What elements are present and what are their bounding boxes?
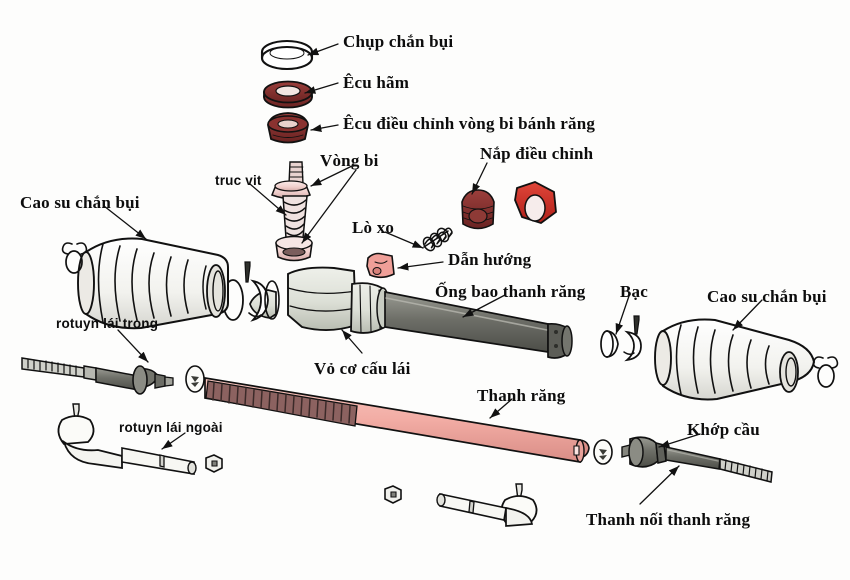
part-spring (422, 227, 453, 252)
label-chup-chan-bui: Chụp chắn bụi (343, 32, 454, 51)
label-rotuyn-lai-ngoai: rotuyn lái ngoài (119, 420, 223, 435)
part-lower-bearing (275, 235, 313, 262)
part-rack-tube (384, 290, 573, 359)
label-ecu-ham: Êcu hãm (343, 73, 410, 92)
part-adjust-cover (461, 189, 495, 230)
label-truc-vit: truc vit (215, 173, 262, 188)
part-ball-joint (621, 436, 667, 468)
label-ong-bao-thanh-rang: Ống bao thanh răng (435, 282, 586, 301)
label-nap-dieu-chinh: Nắp điều chỉnh (480, 144, 594, 163)
label-thanh-rang: Thanh răng (477, 386, 566, 405)
part-rack-guide (366, 252, 395, 279)
label-dan-huong: Dẫn hướng (448, 250, 532, 269)
part-gear-housing (249, 266, 390, 334)
part-inner-tie-rod (21, 357, 205, 395)
part-bearing-adjust-nut (267, 112, 309, 144)
part-upper-bearing (274, 180, 308, 192)
label-thanh-noi-thanh-rang: Thanh nối thanh răng (586, 510, 751, 529)
part-rack-bar (204, 376, 613, 465)
leader-lines (103, 43, 763, 505)
part-dust-cap (260, 39, 314, 71)
part-bushing (600, 315, 642, 362)
part-outer-tie-rod-2 (384, 483, 538, 527)
part-pinion-shaft (271, 161, 311, 242)
part-rack-end-rod (665, 446, 773, 483)
label-vo-co-cau-lai: Vỏ cơ cấu lái (314, 359, 411, 378)
label-vong-bi: Vòng bi (320, 151, 379, 170)
label-ecu-dieu-chinh-vong-bi-banh-rang: Êcu điều chỉnh vòng bi bánh răng (343, 114, 596, 133)
part-lock-nut (263, 80, 313, 109)
part-boot-right (654, 318, 839, 401)
label-cao-su-chan-bui-left: Cao su chắn bụi (20, 193, 140, 212)
label-cao-su-chan-bui-right: Cao su chắn bụi (707, 287, 827, 306)
part-outer-tie-rod-1 (57, 403, 223, 475)
part-adjust-lock-ring (514, 181, 557, 224)
label-lo-xo: Lò xo (352, 218, 395, 237)
part-boot-left (61, 237, 229, 330)
label-bac: Bạc (620, 282, 648, 301)
label-khop-cau: Khớp cầu (687, 420, 760, 439)
label-rotuyn-lai-trong: rotuyn lái trong (56, 316, 159, 331)
